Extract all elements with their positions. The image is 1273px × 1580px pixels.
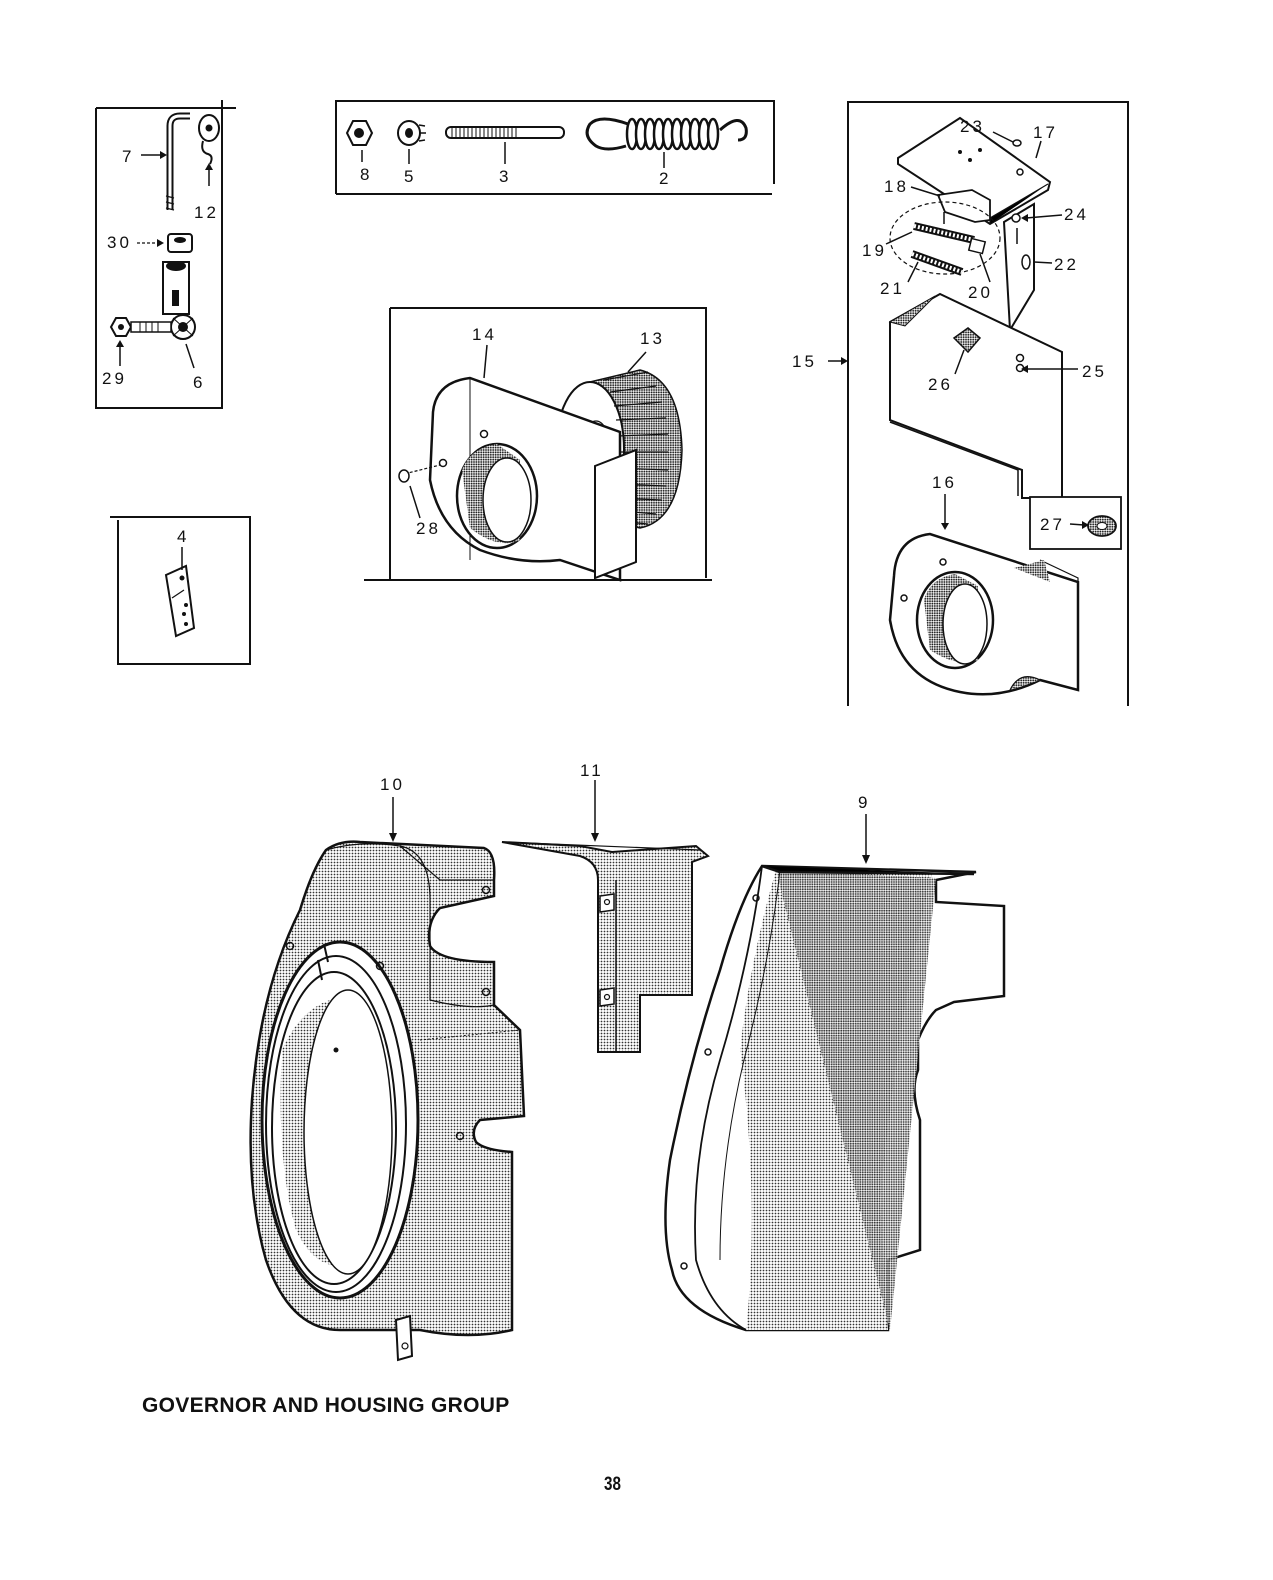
callout-6: 6 bbox=[193, 373, 205, 392]
callout-4: 4 bbox=[177, 527, 189, 546]
callout-13: 13 bbox=[640, 329, 665, 348]
panel-small-parts bbox=[336, 101, 774, 194]
callout-9: 9 bbox=[858, 793, 870, 812]
callout-29: 29 bbox=[102, 369, 127, 388]
callout-12: 12 bbox=[194, 203, 219, 222]
panel-air-vane-assembly bbox=[828, 102, 1128, 706]
callout-24: 24 bbox=[1064, 205, 1089, 224]
callout-27: 27 bbox=[1040, 515, 1065, 534]
callout-28: 28 bbox=[416, 519, 441, 538]
callout-15: 15 bbox=[792, 352, 817, 371]
callout-18: 18 bbox=[884, 177, 909, 196]
callout-8: 8 bbox=[360, 165, 372, 184]
callout-23: 23 bbox=[960, 117, 985, 136]
callout-16: 16 bbox=[932, 473, 957, 492]
page-number: 38 bbox=[604, 1474, 621, 1496]
large-blower-housing-10 bbox=[251, 797, 524, 1360]
baffle-11 bbox=[502, 780, 708, 1052]
callout-11: 11 bbox=[580, 761, 604, 780]
callout-3: 3 bbox=[499, 167, 511, 186]
callout-30: 30 bbox=[107, 233, 132, 252]
callout-20: 20 bbox=[968, 283, 993, 302]
callout-21: 21 bbox=[880, 279, 905, 298]
callout-2: 2 bbox=[659, 169, 671, 188]
callout-10: 10 bbox=[380, 775, 405, 794]
callout-14: 14 bbox=[472, 325, 497, 344]
shroud-9 bbox=[665, 814, 1004, 1330]
callout-7: 7 bbox=[122, 147, 134, 166]
panel-governor-linkage bbox=[96, 100, 236, 408]
callout-19: 19 bbox=[862, 241, 887, 260]
callout-26: 26 bbox=[928, 375, 953, 394]
callout-17: 17 bbox=[1033, 123, 1058, 142]
page-title: GOVERNOR AND HOUSING GROUP bbox=[142, 1394, 510, 1418]
callout-25: 25 bbox=[1082, 362, 1107, 381]
panel-blower-impeller bbox=[364, 308, 712, 580]
callout-22: 22 bbox=[1054, 255, 1079, 274]
callout-5: 5 bbox=[404, 167, 416, 186]
